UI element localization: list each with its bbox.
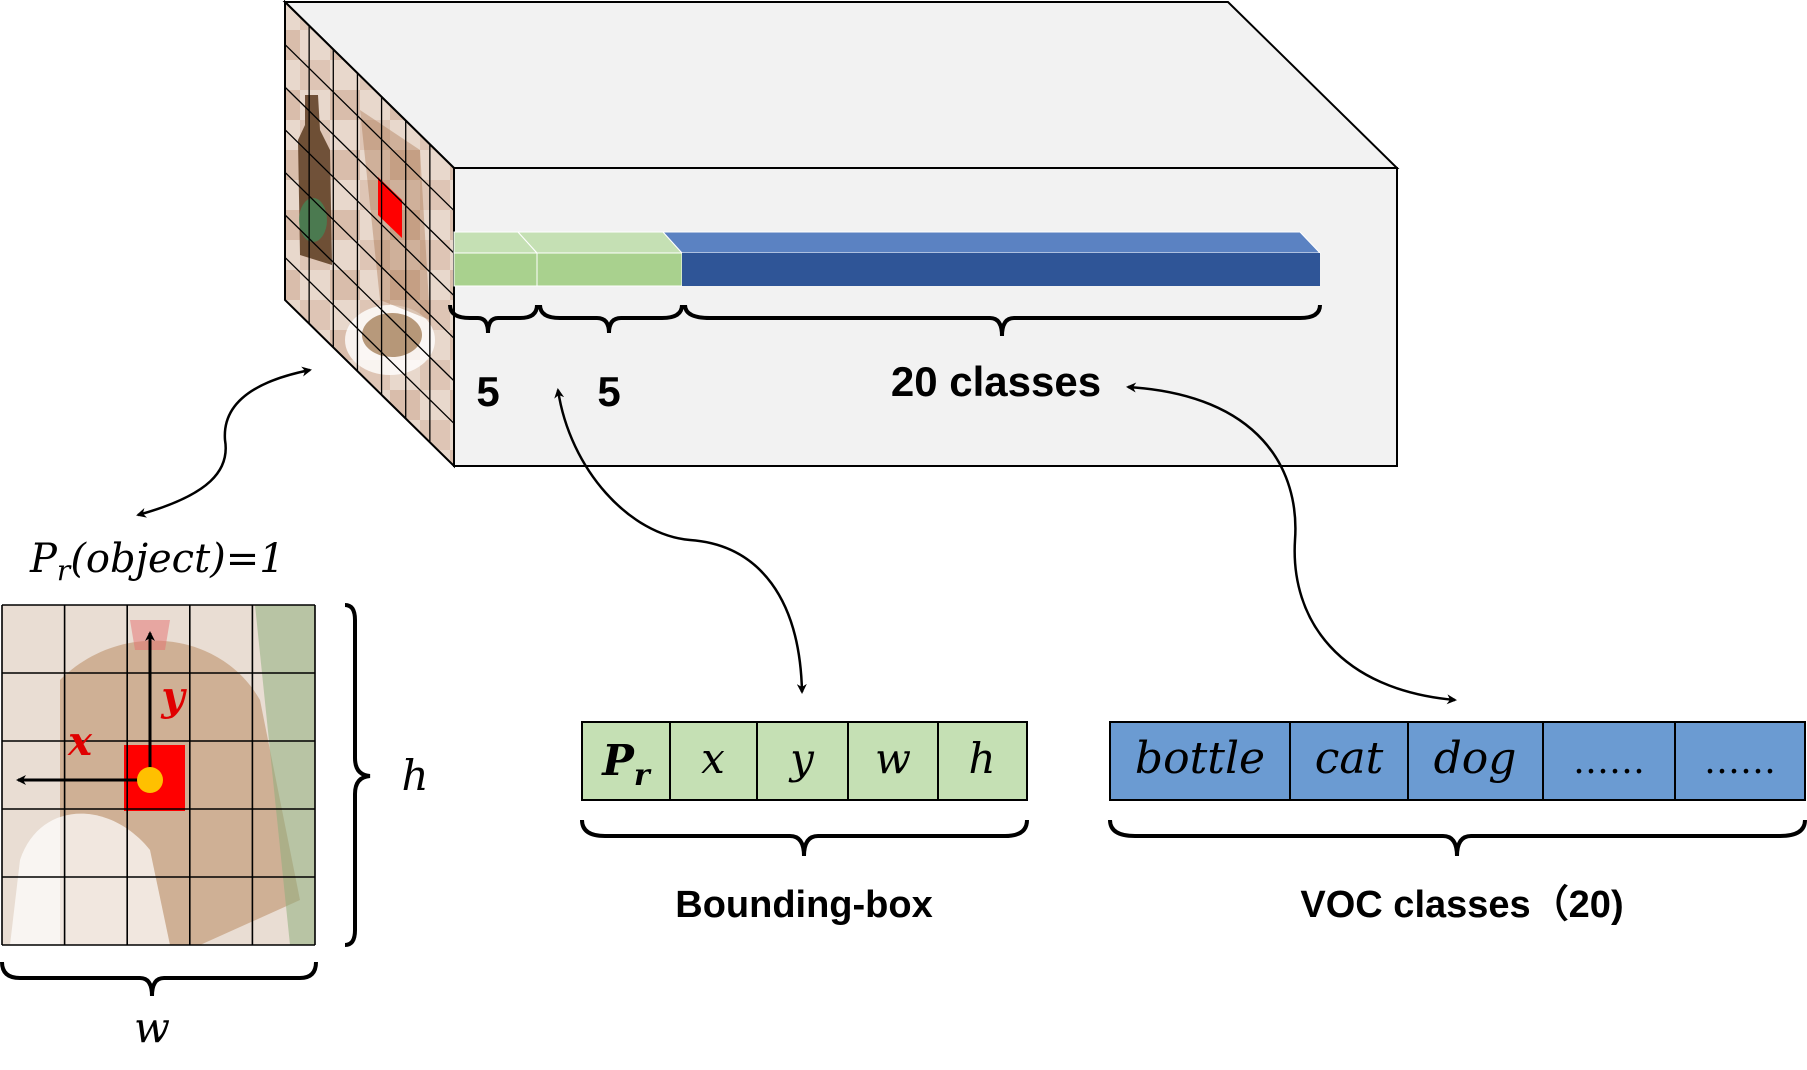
brace-bounding-box (580, 819, 1029, 857)
brace-width (0, 961, 318, 997)
bbox-cell-x: x (701, 734, 725, 783)
tensor-top-face (282, 0, 1400, 169)
bbox-cell-w: w (875, 734, 911, 783)
grid-image: Pr(object)=1 x y h w (0, 536, 429, 1052)
brace-classes (683, 304, 1322, 337)
voc-cell-cat: cat (1315, 733, 1384, 784)
tensor-classes-segment (661, 231, 1322, 286)
width-label: w (134, 1003, 170, 1052)
voc-cell-bottle: bottle (1135, 733, 1265, 784)
label-box2-count: 5 (597, 368, 620, 415)
tensor-side-image-face (284, 0, 455, 469)
arrow-image-to-tensor (136, 366, 312, 518)
bounding-box-title: Bounding-box (675, 884, 932, 926)
output-tensor-block: 5 5 20 classes (282, 0, 1400, 469)
bounding-box-vector: Pr x y w h Bounding-box (580, 721, 1029, 926)
label-box1-count: 5 (476, 368, 499, 415)
voc-cell-dog: dog (1434, 733, 1517, 784)
x-label: x (67, 718, 93, 765)
voc-classes-title: VOC classes（20) (1300, 884, 1623, 926)
height-label: h (401, 751, 428, 800)
tensor-box-segment-2 (516, 231, 684, 287)
side-red-cell (378, 177, 402, 238)
bbox-cell-pr: Pr (601, 736, 652, 793)
y-label: y (160, 673, 187, 720)
brace-box1 (448, 304, 539, 334)
bbox-cell-y: y (788, 734, 815, 783)
object-probability: Pr(object)=1 (29, 536, 285, 587)
tensor-box-segment-1 (453, 231, 539, 287)
center-dot (137, 767, 163, 793)
voc-cell-ellipsis-2: …… (1704, 741, 1776, 782)
bbox-cell-h: h (968, 734, 995, 783)
brace-height (344, 603, 371, 947)
voc-classes-vector: bottle cat dog …… …… VOC classes（20) (1108, 721, 1807, 926)
label-classes-count: 20 classes (891, 358, 1101, 405)
arrow-box-to-bbox (554, 388, 807, 694)
brace-box2 (538, 304, 684, 334)
voc-cell-ellipsis-1: …… (1573, 741, 1645, 782)
grid-lines (1, 604, 316, 946)
arrow-classes-to-voc (1126, 382, 1457, 705)
brace-voc-classes (1108, 819, 1807, 857)
